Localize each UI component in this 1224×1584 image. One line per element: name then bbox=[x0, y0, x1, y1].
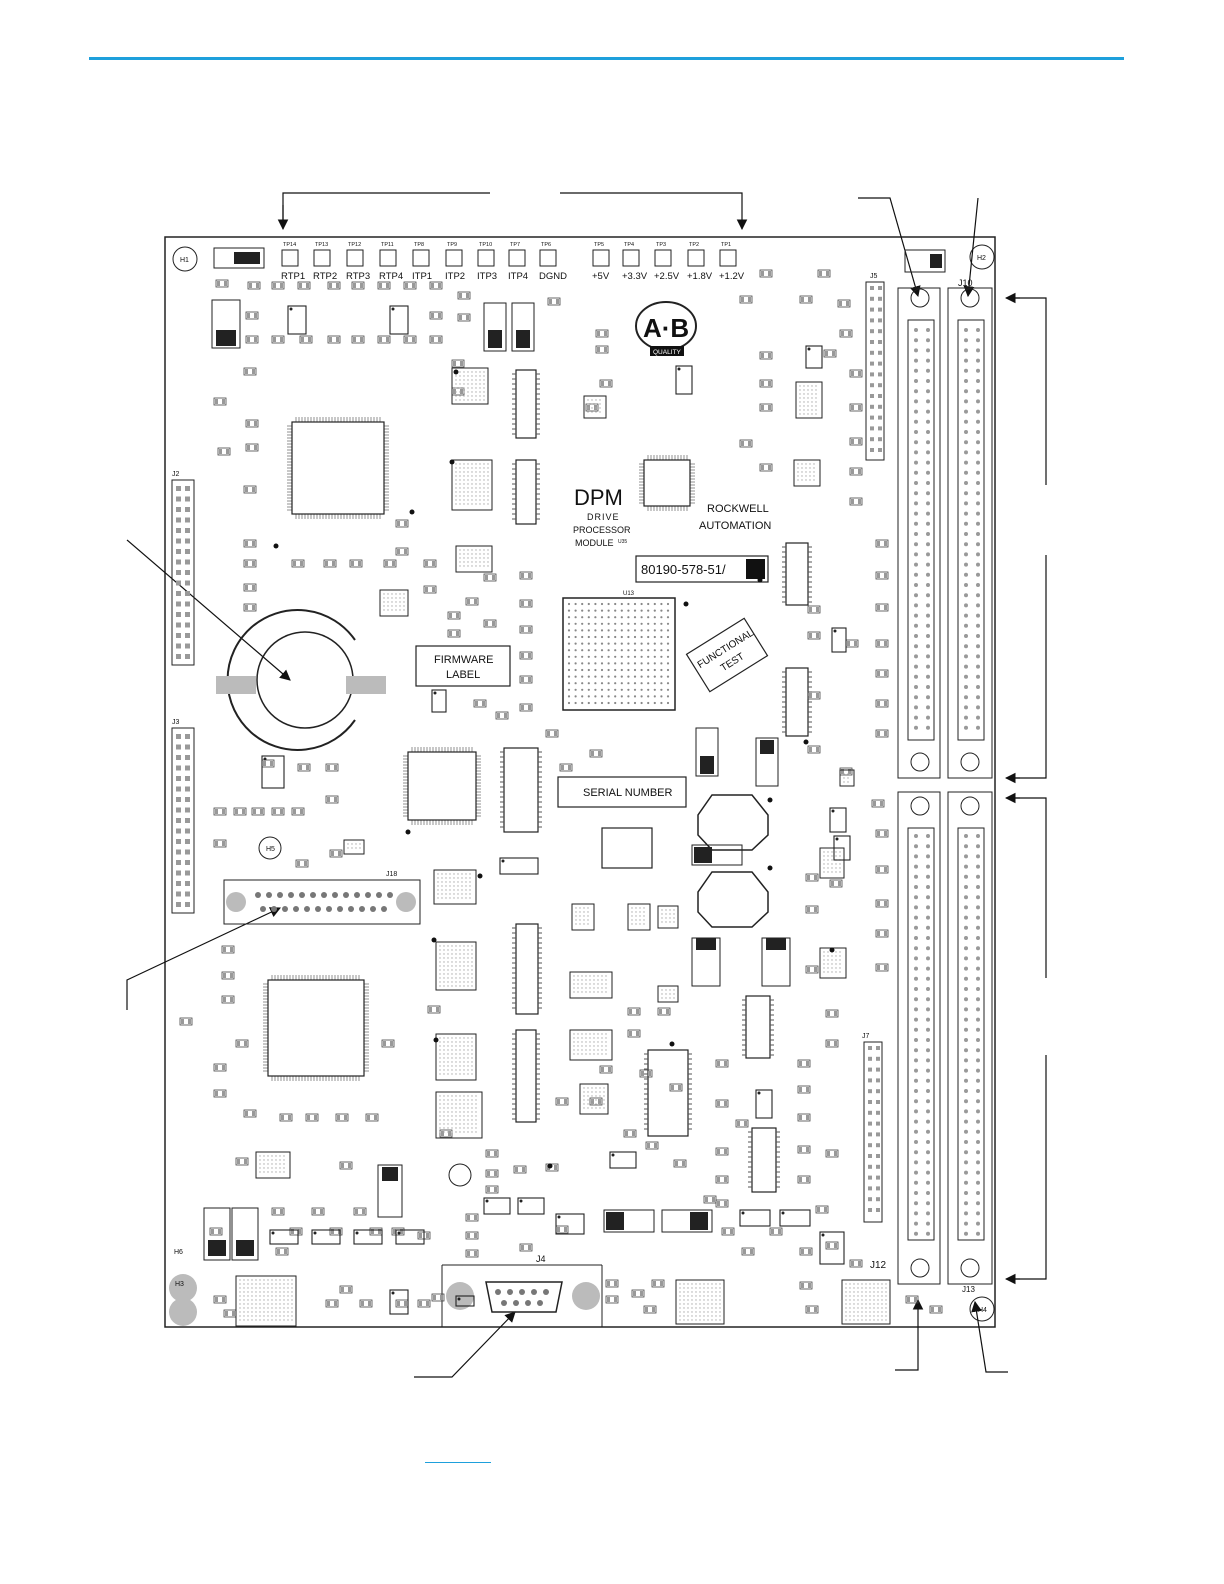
test-point-ref: TP6 bbox=[541, 242, 551, 248]
inductors bbox=[697, 794, 769, 928]
h4-label: H4 bbox=[978, 1307, 987, 1314]
brand-line-1: ROCKWELL bbox=[707, 503, 769, 515]
j3-label: J3 bbox=[172, 719, 180, 726]
test-point-name: +2.5V bbox=[654, 271, 680, 282]
test-point--2-5v: TP3 +2.5V bbox=[654, 242, 680, 282]
j12-label: J12 bbox=[870, 1260, 887, 1271]
test-point-name: +5V bbox=[592, 271, 610, 282]
capacitors bbox=[203, 247, 946, 1261]
large-ics bbox=[263, 369, 812, 1193]
j12-j13-connector bbox=[897, 791, 993, 1285]
battery-holder bbox=[216, 609, 386, 751]
test-point-name: ITP2 bbox=[445, 271, 465, 282]
test-point-name: +1.2V bbox=[719, 271, 745, 282]
test-point-name: DGND bbox=[539, 271, 567, 282]
j10-label: J10 bbox=[958, 278, 973, 288]
test-point-name: RTP2 bbox=[313, 271, 337, 282]
test-point-row: TP14RTP1TP13RTP2TP12RTP3TP11RTP4TP8ITP1T… bbox=[281, 242, 745, 282]
bga-u13 bbox=[562, 597, 676, 711]
test-point-ref: TP14 bbox=[283, 242, 296, 248]
test-point-ref: TP3 bbox=[656, 242, 666, 248]
part-number: 80190-578-51/ bbox=[641, 562, 726, 577]
j7-label: J7 bbox=[862, 1033, 870, 1040]
firmware-label-2: LABEL bbox=[446, 669, 480, 681]
j13-label: J13 bbox=[962, 1285, 975, 1294]
test-point-ref: TP2 bbox=[689, 242, 699, 248]
connector-pins bbox=[914, 328, 980, 1236]
test-point-name: +3.3V bbox=[622, 271, 648, 282]
test-point-ref: TP11 bbox=[381, 242, 394, 248]
brand-line-2: AUTOMATION bbox=[699, 520, 771, 532]
test-point-name: ITP3 bbox=[477, 271, 497, 282]
footer-link-underline[interactable] bbox=[425, 1462, 491, 1463]
logo-sub: QUALITY bbox=[653, 349, 681, 356]
test-point-ref: TP13 bbox=[315, 242, 328, 248]
test-point-name: ITP1 bbox=[412, 271, 432, 282]
j2-header bbox=[171, 479, 195, 914]
test-point-ref: TP5 bbox=[594, 242, 604, 248]
test-point-name: RTP1 bbox=[281, 271, 305, 282]
header-pins bbox=[176, 286, 882, 1212]
test-point--1-8v: TP2 +1.8V bbox=[687, 242, 713, 282]
h3-label: H3 bbox=[175, 1281, 184, 1288]
test-point--5v: TP5 +5V bbox=[592, 242, 610, 282]
test-point--3-3v: TP4 +3.3V bbox=[622, 242, 648, 282]
j5-j7-headers bbox=[863, 281, 885, 1223]
dpm-sub-3: MODULE bbox=[575, 538, 614, 548]
header-rule bbox=[89, 57, 1124, 60]
test-point-ref: TP10 bbox=[479, 242, 492, 248]
j18-label: J18 bbox=[386, 871, 397, 878]
ground-pads bbox=[169, 1274, 197, 1326]
j18-connector bbox=[223, 879, 421, 925]
u35-label: U35 bbox=[618, 539, 627, 545]
logo-text: A·B bbox=[643, 313, 689, 343]
serial-number: SERIAL NUMBER bbox=[583, 787, 673, 799]
firmware-label-1: FIRMWARE bbox=[434, 654, 493, 666]
test-point--1-2v: TP1 +1.2V bbox=[719, 242, 745, 282]
h2-label: H2 bbox=[977, 255, 986, 262]
j2-label: J2 bbox=[172, 471, 180, 478]
test-point-ref: TP12 bbox=[348, 242, 361, 248]
h6-label: H6 bbox=[174, 1249, 183, 1256]
test-point-name: +1.8V bbox=[687, 271, 713, 282]
test-point-ref: TP7 bbox=[510, 242, 520, 248]
qfp-chips bbox=[267, 421, 691, 1077]
h1-label: H1 bbox=[180, 257, 189, 264]
j10-connector bbox=[897, 287, 993, 779]
small-components bbox=[179, 269, 943, 1327]
dpm-sub-1: DRIVE bbox=[587, 512, 620, 522]
u13-label: U13 bbox=[623, 591, 635, 597]
h5-label: H5 bbox=[266, 846, 275, 853]
test-point-name: ITP4 bbox=[508, 271, 528, 282]
test-point-ref: TP8 bbox=[414, 242, 424, 248]
board-outline bbox=[164, 236, 996, 1328]
j5-label: J5 bbox=[870, 273, 878, 280]
ab-logo: A·B QUALITY bbox=[635, 301, 697, 356]
test-point-ref: TP1 bbox=[721, 242, 731, 248]
dpm-title: DPM bbox=[574, 485, 623, 510]
j4-label: J4 bbox=[536, 1254, 546, 1264]
mounting-holes bbox=[172, 244, 995, 1322]
test-point-name: RTP3 bbox=[346, 271, 370, 282]
test-point-ref: TP9 bbox=[447, 242, 457, 248]
dpm-sub-2: PROCESSOR bbox=[573, 525, 631, 535]
test-point-name: RTP4 bbox=[379, 271, 403, 282]
test-point-ref: TP4 bbox=[624, 242, 634, 248]
